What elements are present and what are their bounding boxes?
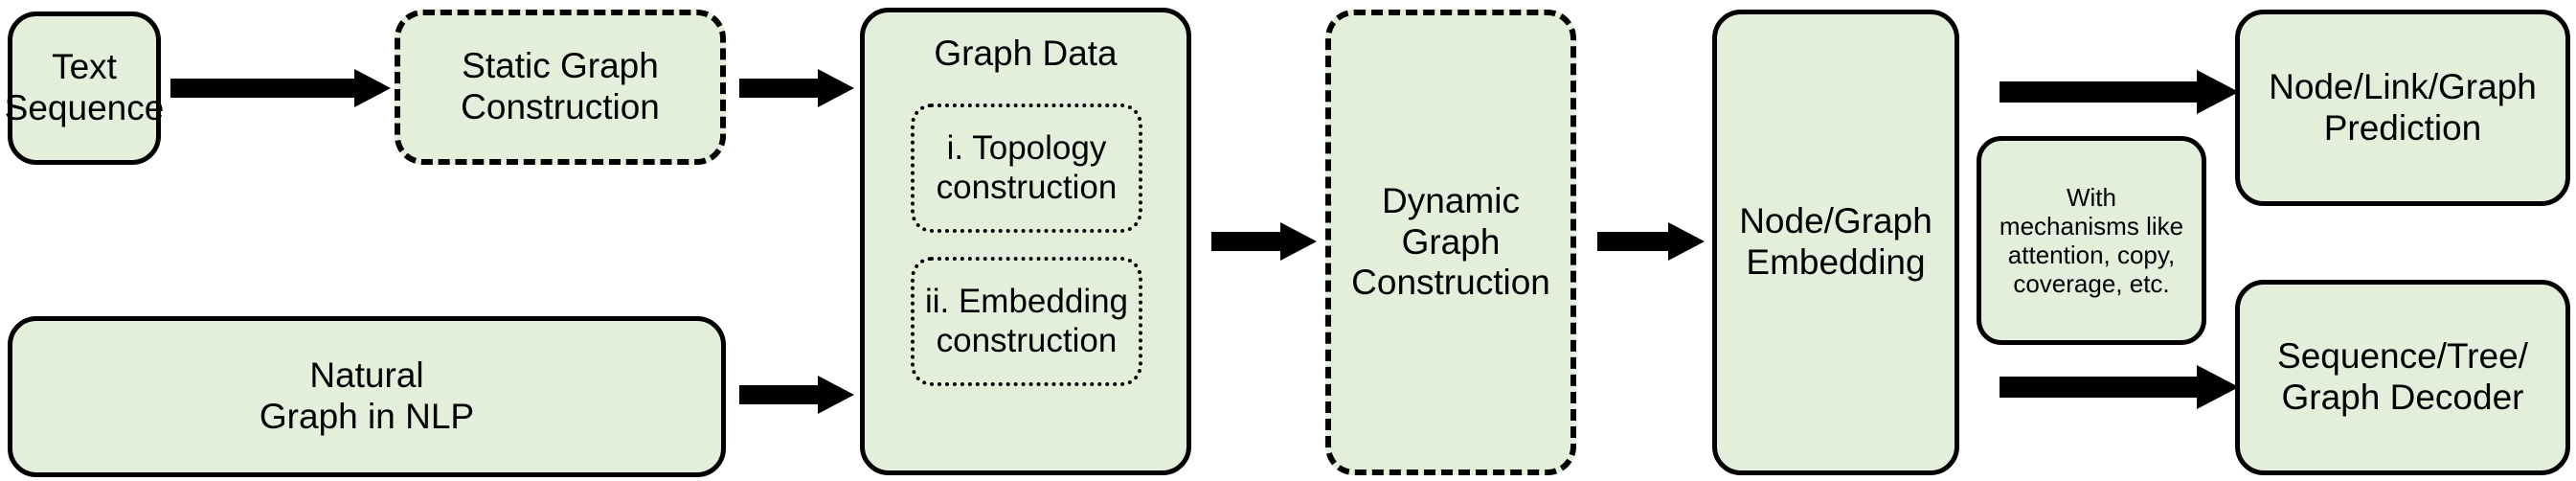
- node-node-graph-embedding[interactable]: Node/Graph Embedding: [1712, 10, 1959, 475]
- graph-data-title: Graph Data: [934, 34, 1118, 73]
- subnode-topology-construction[interactable]: i. Topology construction: [911, 103, 1142, 233]
- subnode-embedding-construction[interactable]: ii. Embedding construction: [911, 257, 1142, 386]
- node-node-link-graph-prediction[interactable]: Node/Link/Graph Prediction: [2235, 10, 2570, 206]
- node-dynamic-graph-construction[interactable]: Dynamic Graph Construction: [1325, 10, 1576, 475]
- node-static-graph-construction[interactable]: Static Graph Construction: [395, 10, 726, 165]
- node-mechanisms[interactable]: With mechanisms like attention, copy, co…: [1977, 136, 2206, 345]
- node-text-sequence[interactable]: Text Sequence: [5, 11, 164, 165]
- node-graph-data[interactable]: Graph Data i. Topology construction ii. …: [860, 8, 1191, 475]
- node-sequence-tree-graph-decoder[interactable]: Sequence/Tree/ Graph Decoder: [2235, 280, 2570, 475]
- node-natural-graph-in-nlp[interactable]: Natural Graph in NLP: [8, 316, 726, 477]
